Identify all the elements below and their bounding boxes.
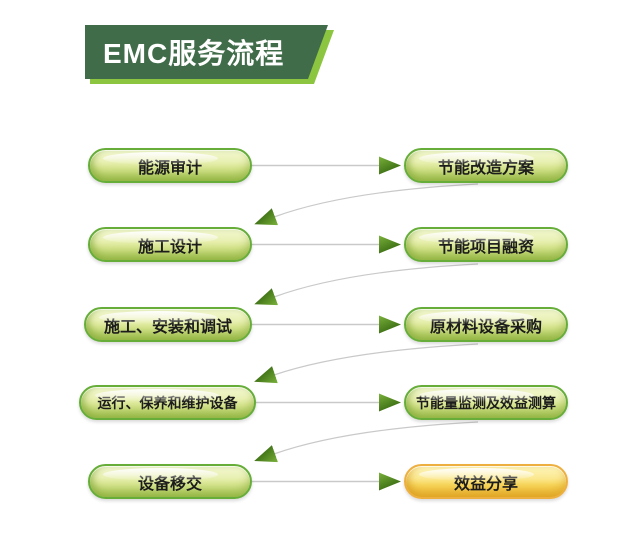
- return-curve-2-icon: [254, 263, 479, 306]
- step-label: 设备移交: [137, 475, 202, 493]
- step-label: 能源审计: [137, 159, 202, 177]
- step-construction-install-debug: 施工、安装和调试: [84, 307, 252, 342]
- step-retrofit-plan: 节能改造方案: [404, 148, 568, 183]
- banner: EMC服务流程: [85, 25, 328, 79]
- step-label: 施工、安装和调试: [103, 318, 232, 336]
- return-curve-1-icon: [254, 183, 479, 226]
- step-materials-procurement: 原材料设备采购: [404, 307, 568, 342]
- step-project-financing: 节能项目融资: [404, 227, 568, 262]
- step-construction-design: 施工设计: [88, 227, 252, 262]
- step-savings-monitoring: 节能量监测及效益测算: [404, 385, 568, 420]
- step-equipment-handover: 设备移交: [88, 464, 252, 499]
- step-label: 节能量监测及效益测算: [416, 394, 556, 411]
- step-label: 原材料设备采购: [429, 318, 542, 336]
- step-label: 节能项目融资: [437, 238, 534, 256]
- return-curve-4-icon: [254, 421, 479, 463]
- step-label: 运行、保养和维护设备: [97, 394, 238, 411]
- page-title: EMC服务流程: [103, 38, 285, 69]
- step-energy-audit: 能源审计: [88, 148, 252, 183]
- step-label: 施工设计: [137, 238, 202, 256]
- step-operation-maintenance: 运行、保养和维护设备: [79, 385, 256, 420]
- return-curve-3-icon: [254, 343, 479, 384]
- step-benefit-sharing: 效益分享: [404, 464, 568, 499]
- step-label: 节能改造方案: [437, 159, 534, 177]
- step-label: 效益分享: [453, 475, 518, 493]
